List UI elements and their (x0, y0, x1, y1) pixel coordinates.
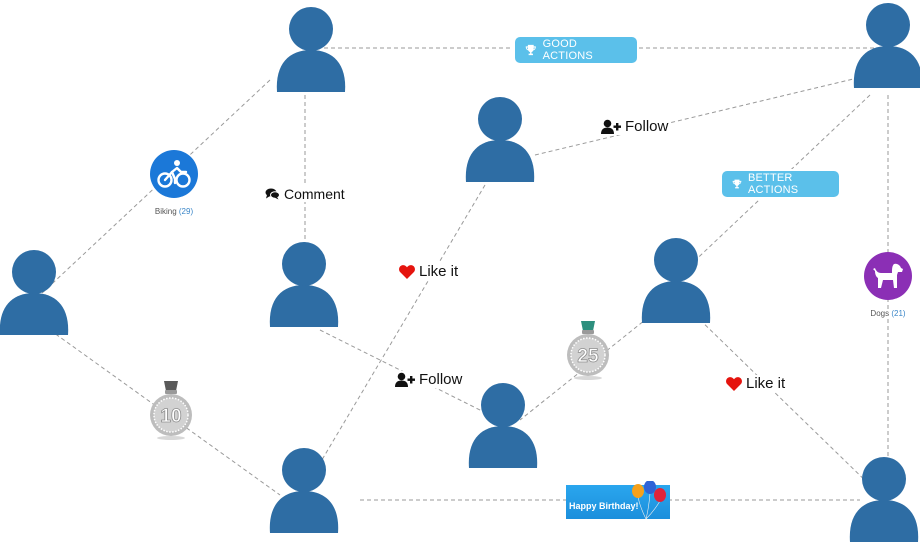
medal-10-value: 10 (160, 406, 181, 427)
like-label-left: Like it (399, 263, 459, 280)
follow-label-top: Follow (601, 118, 669, 135)
heart-icon (399, 264, 415, 279)
user-avatar-left[interactable] (0, 245, 70, 341)
comments-icon (265, 188, 280, 200)
happy-birthday-card[interactable]: Happy Birthday! (566, 481, 670, 520)
interest-name: Dogs (870, 309, 890, 318)
better-actions-button[interactable]: BETTER ACTIONS (722, 171, 839, 197)
user-plus-icon (395, 372, 415, 387)
like-text: Like it (419, 263, 459, 280)
follow-label-middle: Follow (395, 371, 463, 388)
happy-birthday-text: Happy Birthday! (569, 501, 639, 511)
user-avatar-bottom-left[interactable] (268, 443, 340, 539)
trophy-icon (525, 44, 536, 56)
comment-text: Comment (284, 186, 345, 202)
user-avatar-bottom-right[interactable] (848, 452, 920, 548)
better-actions-label: BETTER ACTIONS (747, 172, 799, 196)
like-label-right: Like it (726, 375, 786, 392)
trophy-icon (732, 179, 742, 189)
interest-name: Biking (154, 207, 177, 216)
dogs-interest[interactable]: Dogs (21) (854, 252, 920, 318)
follow-text: Follow (419, 371, 463, 388)
follow-text: Follow (625, 118, 669, 135)
user-avatar-center-right[interactable] (640, 233, 712, 329)
good-actions-button[interactable]: GOOD ACTIONS (515, 37, 637, 63)
user-avatar-bottom-middle[interactable] (467, 378, 539, 474)
user-plus-icon (601, 119, 621, 134)
user-avatar-center[interactable] (268, 237, 340, 333)
medal-10-icon: 10 (148, 381, 194, 441)
interest-count[interactable]: (29) (178, 207, 194, 216)
heart-icon (726, 376, 742, 391)
medal-25-icon: 25 (565, 321, 611, 381)
bicycle-icon (150, 150, 198, 198)
dog-icon (864, 252, 912, 300)
balloons-icon (632, 481, 666, 520)
good-actions-label: GOOD ACTIONS (542, 38, 593, 62)
medal-25-value: 25 (577, 346, 599, 367)
biking-interest[interactable]: Biking (29) (140, 150, 208, 216)
user-avatar-top-center[interactable] (275, 2, 347, 98)
user-avatar-middle-top[interactable] (464, 92, 536, 188)
interest-count[interactable]: (21) (891, 309, 906, 318)
comment-label: Comment (265, 186, 345, 202)
user-avatar-top-right[interactable] (852, 0, 920, 94)
like-text: Like it (746, 375, 786, 392)
